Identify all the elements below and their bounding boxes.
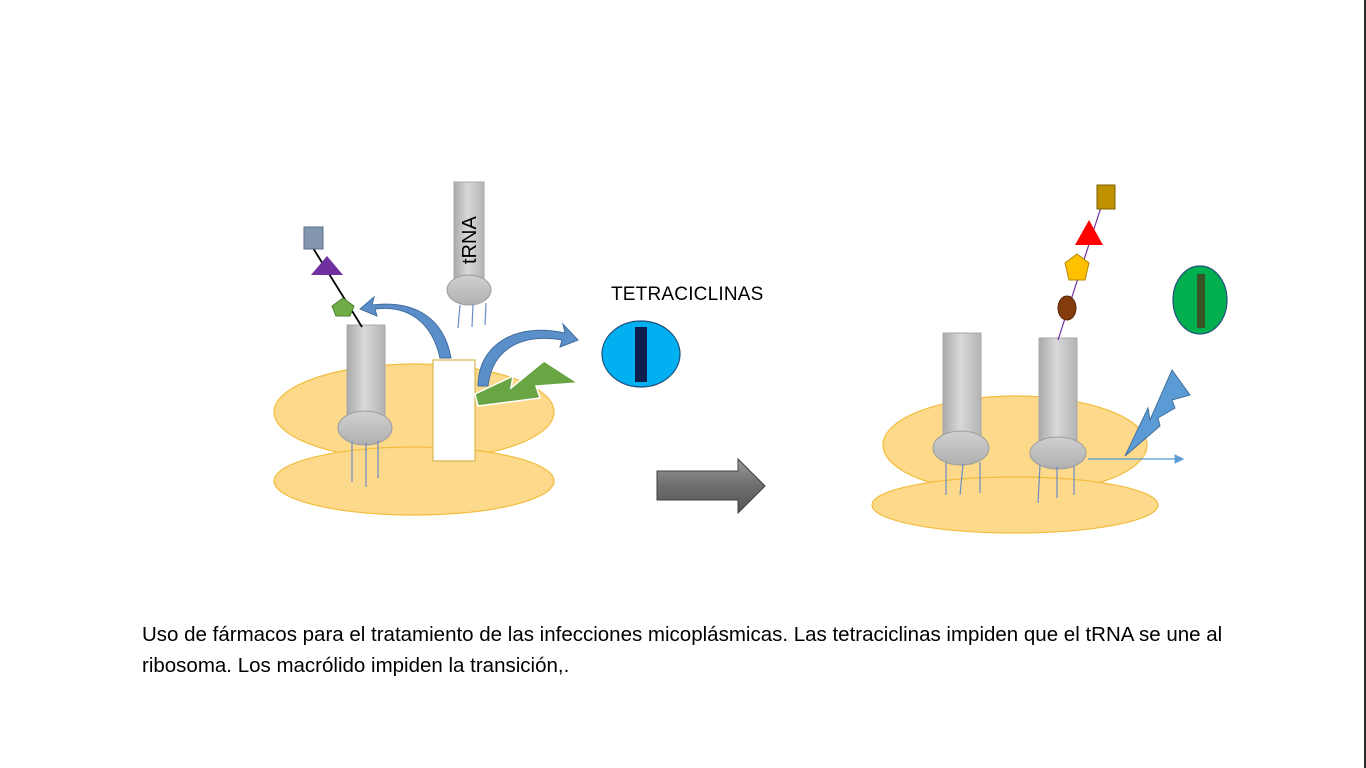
codon-lines-incoming (457, 302, 487, 329)
amino-acid-circle-right (1057, 295, 1077, 321)
drug-macrolide-bar (1197, 274, 1205, 328)
curved-arrow-to-chain (359, 295, 452, 359)
ribosome-small-subunit-left (273, 446, 555, 516)
trna-incoming-anticodon (446, 274, 492, 306)
amino-acid-pentagon-left (331, 297, 355, 317)
left-panel: tRNA (273, 181, 681, 516)
trna-stem-right-2 (1038, 337, 1078, 451)
trna-anticodon-left (337, 410, 393, 446)
right-panel (871, 184, 1228, 534)
codon-lines-left (351, 441, 379, 487)
curved-arrow-to-drug (477, 322, 579, 387)
lightning-bolt-green (474, 360, 581, 407)
amino-acid-triangle-right (1075, 220, 1103, 245)
tetracycline-label: TETRACICLINAS (611, 284, 764, 305)
trna-anticodon-right-2 (1029, 436, 1087, 470)
codon-lines-right-2 (1037, 464, 1075, 504)
transition-arrow (656, 457, 766, 515)
lightning-bolt-blue (1124, 368, 1191, 457)
peptide-chain-left (312, 247, 363, 328)
amino-acid-pentagon-right (1064, 253, 1090, 281)
codon-lines-right-1 (945, 462, 981, 496)
trna-anticodon-right-1 (932, 430, 990, 466)
amino-acid-square-right (1096, 184, 1116, 210)
trna-stem-right-1 (942, 332, 982, 444)
drug-tetracycline-bar (635, 327, 647, 382)
trna-stem-left (346, 324, 386, 426)
amino-acid-square-left (303, 226, 324, 250)
amino-acid-triangle-left (311, 256, 343, 275)
trna-label: tRNA (459, 216, 481, 264)
empty-a-site (432, 359, 476, 462)
figure-caption: Uso de fármacos para el tratamiento de l… (142, 623, 1223, 677)
slide-border (1364, 0, 1366, 768)
ribosome-small-subunit-right (871, 476, 1159, 534)
trna-incoming-stem (453, 181, 485, 283)
